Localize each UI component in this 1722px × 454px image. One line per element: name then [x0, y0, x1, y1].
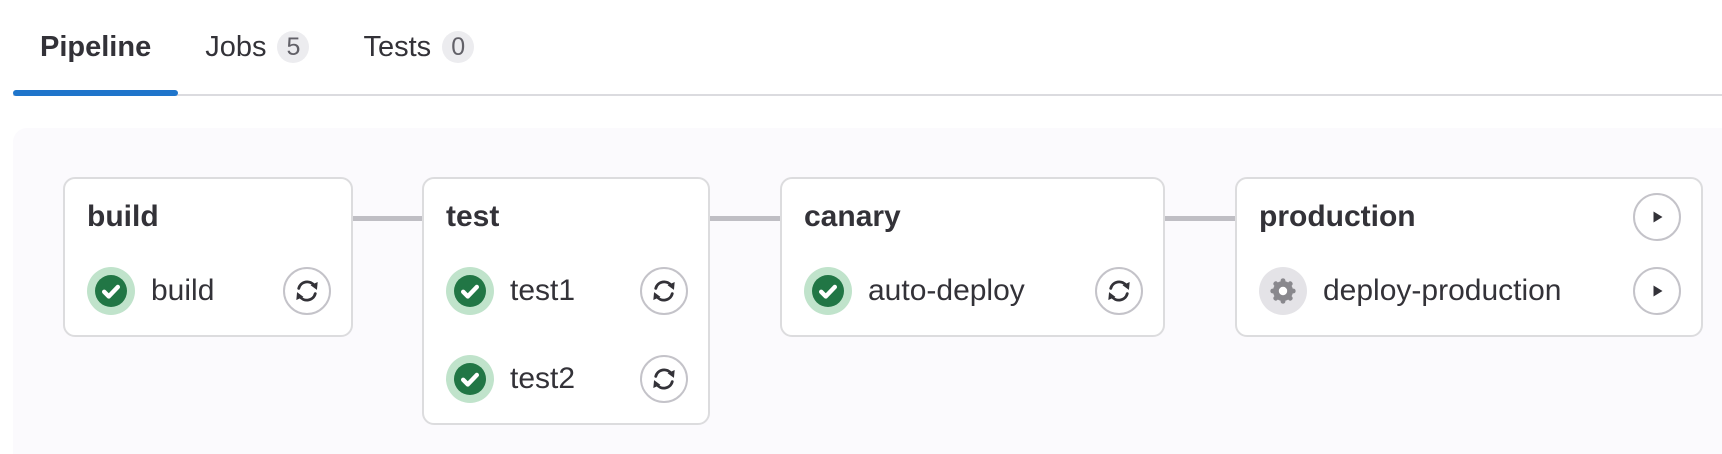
retry-job-button[interactable] [1095, 267, 1143, 315]
stage-title: canary [804, 200, 901, 233]
stage-header: canary [804, 191, 1143, 243]
job-name: auto-deploy [868, 274, 1025, 307]
retry-icon [649, 276, 679, 306]
job-name: test1 [510, 274, 576, 307]
retry-job-button[interactable] [283, 267, 331, 315]
stage-title: build [87, 200, 159, 233]
play-stage-button[interactable] [1633, 193, 1681, 241]
status-success-icon [804, 267, 852, 315]
play-icon [1653, 211, 1663, 223]
tab-jobs[interactable]: Jobs 5 [178, 0, 336, 94]
play-job-button[interactable] [1633, 267, 1681, 315]
stage-connector [351, 216, 424, 221]
stage-header: test [446, 191, 688, 243]
retry-icon [649, 364, 679, 394]
job-item-deploy-production[interactable]: deploy-production [1259, 267, 1681, 315]
stage-connector [1163, 216, 1237, 221]
stage-card-canary: canary auto-deploy [780, 177, 1165, 337]
stage-connector [708, 216, 782, 221]
jobs-count-badge: 5 [277, 31, 310, 63]
tests-count-badge: 0 [442, 31, 475, 63]
tab-pipeline-label: Pipeline [40, 30, 152, 63]
stage-card-production: production deploy-production [1235, 177, 1703, 337]
stage-card-build: build build [63, 177, 353, 337]
status-success-icon [446, 355, 494, 403]
stage-header: production [1259, 191, 1681, 243]
retry-job-button[interactable] [640, 267, 688, 315]
retry-icon [292, 276, 322, 306]
stage-title: production [1259, 200, 1416, 233]
stage-card-test: test test1 test2 [422, 177, 710, 425]
retry-icon [1104, 276, 1134, 306]
job-name: test2 [510, 362, 576, 395]
stage-header: build [87, 191, 331, 243]
status-manual-gear-icon [1259, 267, 1307, 315]
status-success-icon [446, 267, 494, 315]
retry-job-button[interactable] [640, 355, 688, 403]
status-success-icon [87, 267, 135, 315]
play-icon [1653, 285, 1663, 297]
pipeline-tab-bar: Pipeline Jobs 5 Tests 0 [13, 0, 1722, 96]
tab-jobs-label: Jobs [205, 30, 267, 63]
job-item-test2[interactable]: test2 [446, 355, 688, 403]
tab-pipeline[interactable]: Pipeline [13, 0, 179, 96]
stage-title: test [446, 200, 500, 233]
tab-tests[interactable]: Tests 0 [336, 0, 501, 94]
tab-tests-label: Tests [363, 30, 432, 63]
job-item-build[interactable]: build [87, 267, 331, 315]
job-item-auto-deploy[interactable]: auto-deploy [804, 267, 1143, 315]
job-item-test1[interactable]: test1 [446, 267, 688, 315]
job-name: build [151, 274, 215, 307]
job-name: deploy-production [1323, 274, 1562, 307]
